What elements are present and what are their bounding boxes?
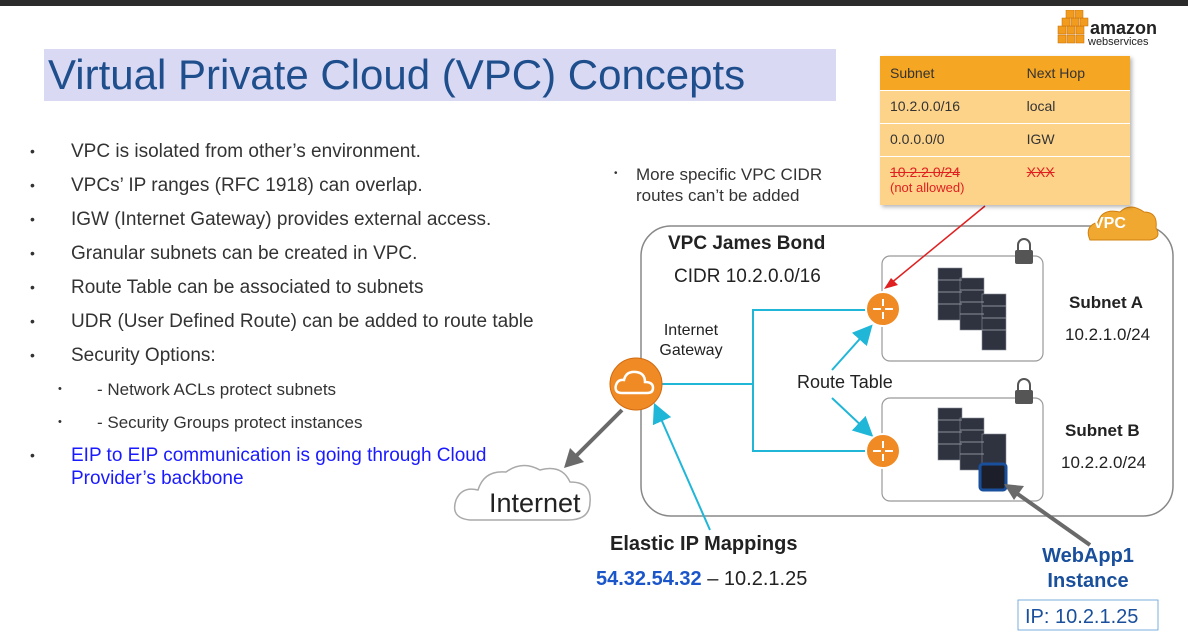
cidr-note: More specific VPC CIDR routes can’t be a… (614, 164, 822, 206)
note-bullet: • (614, 168, 618, 179)
aws-logo-subtext: webservices (1088, 36, 1149, 48)
webapp-label-line2: Instance (1047, 570, 1129, 592)
webapp-instance-label: WebApp1 Instance (1030, 544, 1146, 594)
instance-ip-frame (1017, 599, 1159, 631)
subnet-b-name: Subnet B (1065, 421, 1140, 440)
vpc-cidr: CIDR 10.2.0.0/16 (674, 266, 821, 287)
router-icon (865, 291, 901, 327)
subnet-cell: 10.2.2.0/24 (not allowed) (880, 156, 1017, 205)
column-header: Subnet (880, 56, 1017, 91)
eip-mappings-title: Elastic IP Mappings (610, 533, 798, 555)
eip-separator: – (701, 568, 724, 590)
sub-bullet-item: - Security Groups protect instances (30, 411, 550, 434)
webapp-label-line1: WebApp1 (1042, 545, 1134, 567)
igw-label-line2: Gateway (659, 342, 723, 359)
vpc-badge: VPC (1093, 215, 1126, 232)
table-row: 10.2.0.0/16 local (880, 90, 1130, 124)
gateway-to-internet-arrow (572, 408, 624, 460)
subnet-b-cidr: 10.2.2.0/24 (1061, 453, 1147, 472)
instance-pointer-arrowhead (1004, 484, 1024, 500)
route-table-label: Route Table (797, 372, 893, 392)
lock-icon (1015, 378, 1033, 404)
bullet-item: IGW (Internet Gateway) provides external… (30, 208, 550, 231)
gateway-to-internet-arrowhead (564, 448, 584, 468)
next-hop-cell: local (1016, 90, 1130, 124)
router-icon (865, 433, 901, 469)
struck-subnet: 10.2.2.0/24 (890, 164, 961, 180)
webapp-instance-ip: IP: 10.2.1.25 (1025, 606, 1139, 628)
table-row-not-allowed: 10.2.2.0/24 (not allowed) XXX (880, 156, 1130, 205)
bullet-item: UDR (User Defined Route) can be added to… (30, 310, 550, 333)
top-bar (0, 0, 1188, 6)
aws-cubes-icon (1057, 10, 1089, 44)
igw-label-line1: Internet (663, 322, 719, 339)
eip-private-ip: 10.2.1.25 (723, 568, 808, 590)
internet-label: Internet (489, 488, 581, 518)
column-header: Next Hop (1016, 56, 1130, 91)
aws-logo-text: amazon (1090, 18, 1158, 38)
lock-icon (1015, 238, 1033, 264)
internet-gateway-icon (609, 357, 663, 411)
bullet-item: Route Table can be associated to subnets (30, 276, 550, 299)
route-table: Subnet Next Hop 10.2.0.0/16 local 0.0.0.… (880, 56, 1130, 205)
bullet-item: VPC is isolated from other’s environment… (30, 140, 550, 163)
subnet-cell: 0.0.0.0/0 (880, 123, 1017, 157)
route-note-arrowhead (884, 278, 898, 289)
subnet-a-name: Subnet A (1069, 293, 1143, 312)
route-note-arrow (889, 205, 986, 285)
bullet-item-highlight: EIP to EIP communication is going throug… (30, 444, 550, 490)
bullet-item: Security Options: (30, 344, 550, 367)
route-table-header: Subnet Next Hop (880, 56, 1130, 91)
not-allowed-note: (not allowed) (890, 180, 965, 195)
subnet-a-cidr: 10.2.1.0/24 (1065, 325, 1151, 344)
network-links (652, 309, 874, 531)
instance-pointer-arrow (1010, 488, 1092, 547)
vpc-name: VPC James Bond (668, 233, 826, 254)
subnet-cell: 10.2.0.0/16 (880, 90, 1017, 124)
cidr-note-line2: routes can’t be added (636, 186, 800, 205)
cidr-note-line1: More specific VPC CIDR (636, 165, 823, 184)
bullet-item: Granular subnets can be created in VPC. (30, 242, 550, 265)
concept-bullet-list: VPC is isolated from other’s environment… (30, 140, 550, 501)
page-title: Virtual Private Cloud (VPC) Concepts (44, 49, 836, 101)
server-stack-icon (937, 267, 1007, 351)
table-row: 0.0.0.0/0 IGW (880, 123, 1130, 157)
bullet-item: VPCs’ IP ranges (RFC 1918) can overlap. (30, 174, 550, 197)
eip-public-ip: 54.32.54.32 (596, 568, 702, 590)
webapp-instance-icon (978, 462, 1008, 492)
internet-cloud-icon (453, 464, 591, 521)
internet-gateway-label: Internet Gateway (652, 321, 730, 361)
next-hop-cell: IGW (1016, 123, 1130, 157)
struck-next-hop: XXX (1016, 156, 1130, 205)
vpc-cloud-icon (1087, 206, 1159, 241)
sub-bullet-item: - Network ACLs protect subnets (30, 378, 550, 401)
eip-mapping: 54.32.54.32 – 10.2.1.25 (596, 568, 807, 591)
